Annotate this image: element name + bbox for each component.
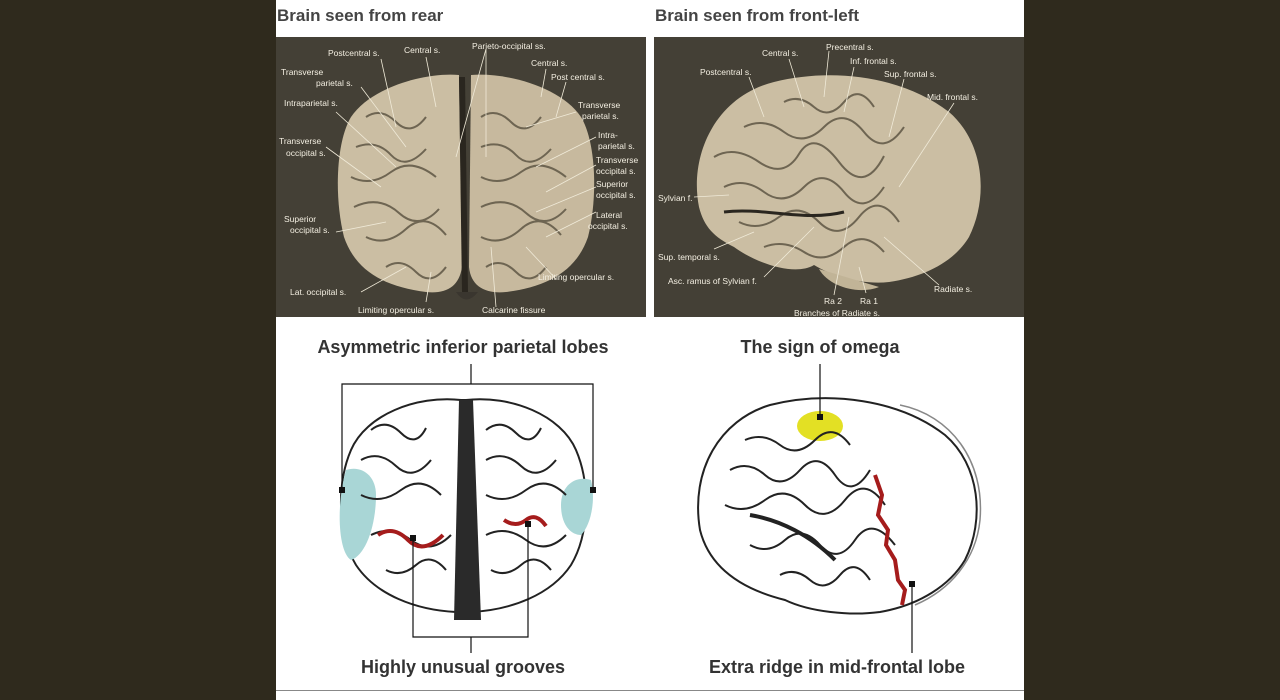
front-label: Ra 1 bbox=[860, 296, 878, 306]
front-label: Sup. temporal s. bbox=[658, 252, 720, 262]
rear-label: Calcarine fissure bbox=[482, 305, 546, 315]
front-label: Precentral s. bbox=[826, 42, 874, 52]
unusual-grooves-label: Highly unusual grooves bbox=[360, 657, 566, 677]
rear-label: Postcentral s. bbox=[328, 48, 380, 58]
side-diagram: The sign of omega Extra ridge in mid-fro… bbox=[650, 320, 1024, 690]
rear-label: occipital s. bbox=[588, 221, 628, 231]
front-left-labels: Postcentral s. Central s. Precentral s. … bbox=[658, 42, 978, 317]
rear-label: occipital s. bbox=[290, 225, 330, 235]
brain-outline bbox=[697, 397, 978, 615]
extra-ridge-label: Extra ridge in mid-frontal lobe bbox=[708, 657, 966, 677]
front-label: Radiate s. bbox=[934, 284, 972, 294]
omega-highlight bbox=[797, 411, 843, 441]
rear-diagram: Asymmetric inferior parietal lobes Highl… bbox=[276, 320, 650, 690]
rear-label: parietal s. bbox=[582, 111, 619, 121]
rear-label: Superior bbox=[596, 179, 628, 189]
rear-label: Limiting opercular s. bbox=[358, 305, 434, 315]
rear-label: Transverse bbox=[279, 136, 321, 146]
side-brain bbox=[696, 75, 981, 283]
midline-fissure bbox=[454, 400, 481, 620]
front-left-brain-photo: Postcentral s. Central s. Precentral s. … bbox=[654, 37, 1024, 317]
rear-labels: Postcentral s. Central s. Parieto-occipi… bbox=[279, 41, 638, 315]
rear-label: Lat. occipital s. bbox=[290, 287, 346, 297]
gyri-lines bbox=[350, 112, 567, 280]
front-leader-lines bbox=[693, 50, 955, 296]
front-label: Ra 2 bbox=[824, 296, 842, 306]
front-label: Sup. frontal s. bbox=[884, 69, 936, 79]
front-label: Sylvian f. bbox=[658, 193, 693, 203]
front-left-heading: Brain seen from front-left bbox=[655, 6, 860, 25]
rear-label: Intraparietal s. bbox=[284, 98, 338, 108]
rear-label: Limiting opercular s. bbox=[538, 272, 614, 282]
rear-label: Central s. bbox=[531, 58, 567, 68]
front-label: Postcentral s. bbox=[700, 67, 752, 77]
grooves-left bbox=[376, 529, 445, 549]
grooves-right bbox=[502, 515, 548, 528]
callout-lines bbox=[819, 364, 913, 653]
front-label: Asc. ramus of Sylvian f. bbox=[668, 276, 757, 286]
front-label: Inf. frontal s. bbox=[850, 56, 897, 66]
rear-label: occipital s. bbox=[596, 166, 636, 176]
front-label: Branches of Radiate s. bbox=[794, 308, 880, 317]
rear-brain-photo: Postcentral s. Central s. Parieto-occipi… bbox=[276, 37, 646, 317]
rear-label: Transverse bbox=[578, 100, 620, 110]
rear-heading: Brain seen from rear bbox=[277, 6, 444, 25]
rear-label: Lateral bbox=[596, 210, 622, 220]
right-hemisphere bbox=[469, 74, 595, 293]
rear-label: parietal s. bbox=[316, 78, 353, 88]
omega-sign-label: The sign of omega bbox=[740, 337, 900, 357]
rear-label: Intra- bbox=[598, 130, 618, 140]
rear-label: Transverse bbox=[281, 67, 323, 77]
rear-label: occipital s. bbox=[596, 190, 636, 200]
front-label: Mid. frontal s. bbox=[927, 92, 978, 102]
figure-panel: Brain seen from rear Brain seen from fro… bbox=[276, 0, 1024, 700]
extra-ridge bbox=[873, 474, 908, 606]
rear-label: Transverse bbox=[596, 155, 638, 165]
left-lobe-highlight bbox=[339, 468, 376, 560]
callout-lines bbox=[341, 364, 594, 653]
right-lobe-highlight bbox=[561, 478, 593, 535]
rear-label: Central s. bbox=[404, 45, 440, 55]
rear-label: parietal s. bbox=[598, 141, 635, 151]
rear-label: Post central s. bbox=[551, 72, 605, 82]
rear-label: occipital s. bbox=[286, 148, 326, 158]
rear-label: Parieto-occipital ss. bbox=[472, 41, 546, 51]
asymmetric-lobes-label: Asymmetric inferior parietal lobes bbox=[317, 337, 609, 357]
rear-label: Superior bbox=[284, 214, 316, 224]
bottom-rule bbox=[276, 690, 1024, 700]
rear-leader-lines bbox=[325, 48, 597, 308]
gyri-lines bbox=[713, 93, 905, 259]
front-label: Central s. bbox=[762, 48, 798, 58]
